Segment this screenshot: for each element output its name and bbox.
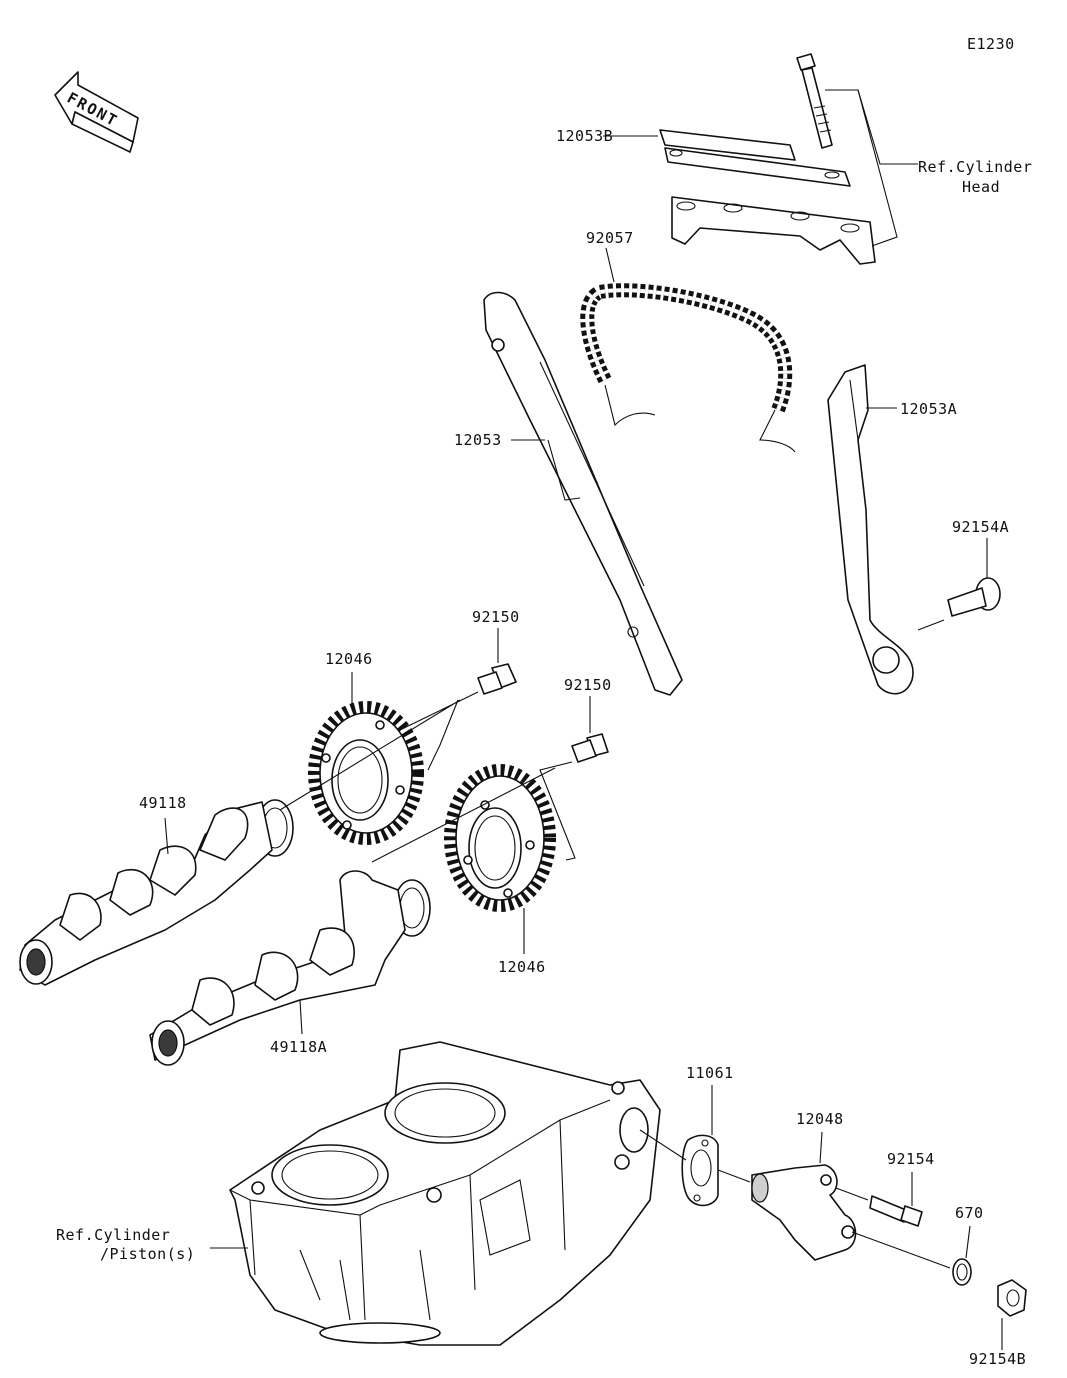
- part-label-670: 670: [955, 1204, 984, 1222]
- part-label-12053: 12053: [454, 431, 502, 449]
- part-label-92154A: 92154A: [952, 518, 1010, 536]
- o-ring-670: [952, 1258, 972, 1286]
- part-label-49118: 49118: [139, 794, 187, 812]
- part-label-92150-lower: 92150: [564, 676, 612, 694]
- part-label-12046-lower: 12046: [498, 958, 546, 976]
- pivot-bolt-92154A: [947, 577, 1001, 617]
- sprocket-bolt-lower: [571, 733, 609, 763]
- sprocket-bolt-upper: [477, 663, 517, 695]
- cam-sprocket-upper: [308, 701, 424, 845]
- cam-chain: [580, 283, 796, 453]
- part-label-12046-upper: 12046: [325, 650, 373, 668]
- part-label-12053A: 12053A: [900, 400, 958, 418]
- tensioner-bolt-92154: [869, 1195, 923, 1227]
- ref-cylinder-head-line1: Ref.Cylinder: [918, 158, 1033, 176]
- ref-cylinder-piston-line1: Ref.Cylinder: [56, 1226, 171, 1244]
- top-chain-guide: [659, 129, 876, 265]
- part-label-49118A: 49118A: [270, 1038, 328, 1056]
- cylinder-block: [229, 1041, 661, 1346]
- chain-tensioner-guide: [827, 364, 914, 695]
- leader-lines: [164, 89, 1003, 1350]
- part-label-92150-upper: 92150: [472, 608, 520, 626]
- camshaft-49118A: [149, 870, 431, 1066]
- part-label-92154B: 92154B: [969, 1350, 1027, 1368]
- ref-cylinder-piston-line2: /Piston(s): [100, 1245, 196, 1263]
- part-label-92154: 92154: [887, 1150, 935, 1168]
- guide-bolt: [796, 53, 833, 149]
- diagram-ref-code: E1230: [967, 35, 1015, 53]
- part-label-11061: 11061: [686, 1064, 734, 1082]
- front-arrow-icon: FRONT: [54, 71, 139, 153]
- camshaft-49118: [19, 799, 294, 986]
- chain-guide-long: [483, 291, 683, 696]
- ref-cylinder-head-line2: Head: [962, 178, 1001, 196]
- gasket-11061: [681, 1134, 719, 1207]
- part-label-12053B: 12053B: [556, 127, 614, 145]
- cam-sprocket-lower: [444, 764, 556, 912]
- part-label-92057: 92057: [586, 229, 634, 247]
- chain-tensioner-12048: [751, 1164, 857, 1261]
- part-label-12048: 12048: [796, 1110, 844, 1128]
- cap-bolt-92154B: [997, 1279, 1027, 1317]
